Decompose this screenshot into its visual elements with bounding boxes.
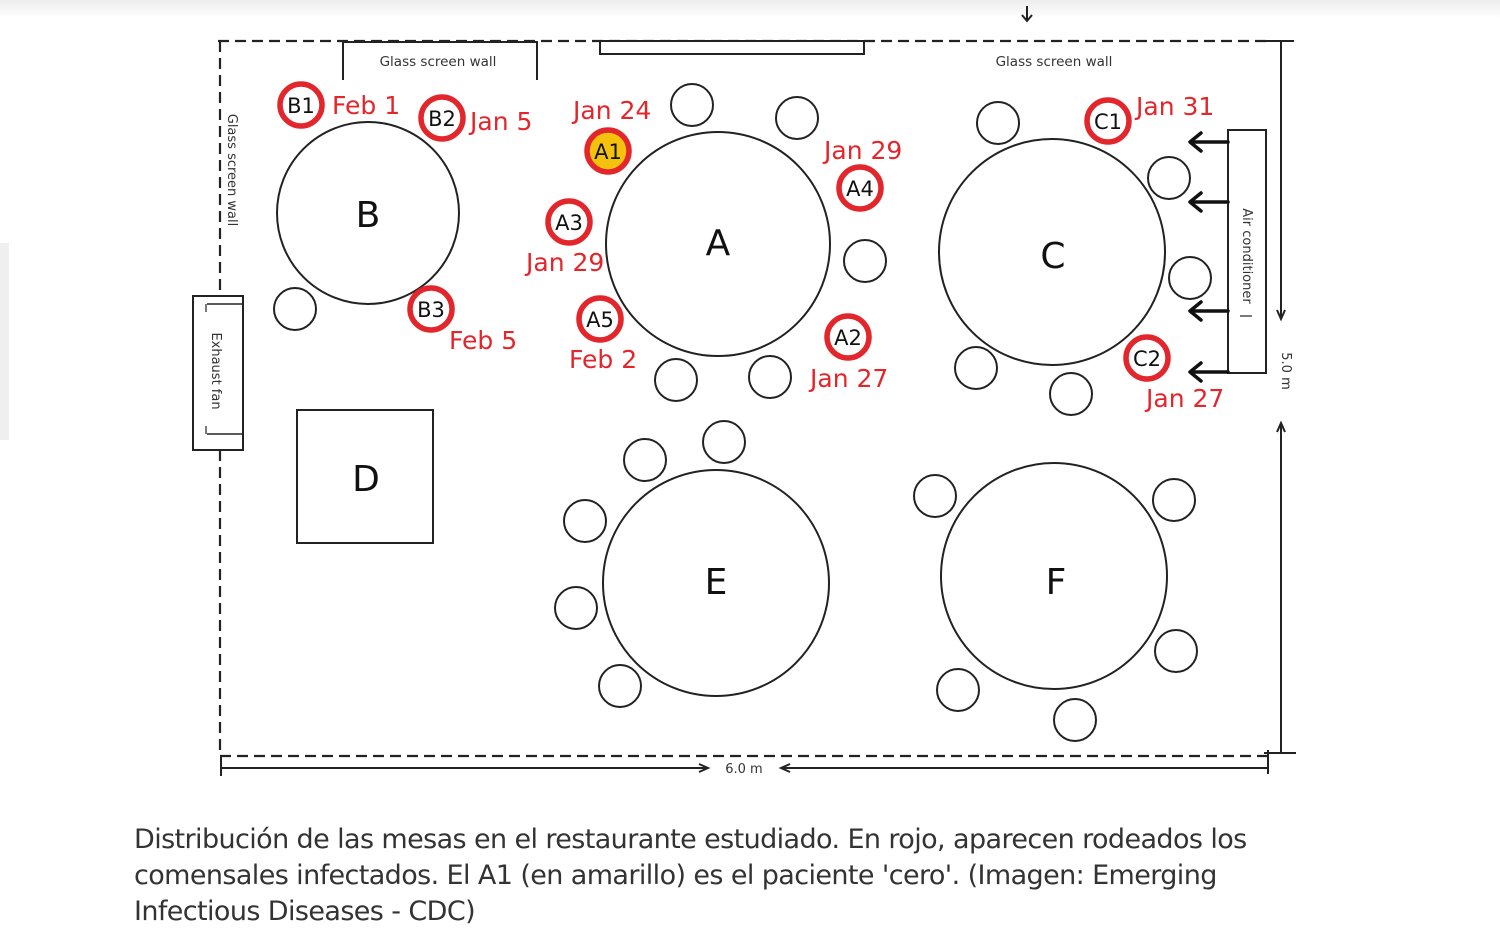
- infected-seat-a2: [824, 313, 872, 361]
- glass-wall-top-right-label: Glass screen wall: [996, 54, 1113, 70]
- table-label: C: [1040, 236, 1065, 277]
- seat: [843, 239, 887, 283]
- seat: [913, 474, 957, 518]
- seat: [1049, 372, 1093, 416]
- table-f: [940, 462, 1168, 690]
- glass-wall-left-label: Glass screen wall: [224, 114, 239, 227]
- infected-id-label: C2: [1133, 347, 1161, 371]
- seat: [1053, 698, 1097, 742]
- seat: [654, 358, 698, 402]
- infected-id-label: A3: [555, 211, 583, 235]
- onset-date-label: Jan 24: [571, 96, 651, 125]
- glass-wall-top-left: [342, 41, 538, 80]
- infected-seat-a5: [576, 295, 624, 343]
- infected-seats: [277, 81, 1171, 382]
- airflow-arrow-icon: [1188, 131, 1230, 153]
- seat: [748, 355, 792, 399]
- onset-date-label: Jan 27: [1144, 384, 1224, 413]
- infected-seat-a3: [545, 198, 593, 246]
- seat: [702, 420, 746, 464]
- onset-date-label: Feb 5: [449, 326, 517, 355]
- seat: [273, 287, 317, 331]
- onset-date-label: Jan 29: [524, 248, 604, 277]
- table-label: B: [356, 195, 381, 236]
- seat: [623, 438, 667, 482]
- table-label: E: [705, 562, 728, 603]
- airflow-arrow-icon: [1188, 191, 1230, 213]
- infected-id-label: C1: [1094, 110, 1122, 134]
- seat: [554, 586, 598, 630]
- restaurant-floor-plan: Glass screen wall Glass screen wall Glas…: [192, 6, 1296, 777]
- infected-id-label: B1: [287, 94, 315, 118]
- seat: [775, 96, 819, 140]
- seat: [1154, 629, 1198, 673]
- seat: [936, 668, 980, 712]
- infected-id-label: A1: [594, 140, 622, 164]
- seat: [1152, 478, 1196, 522]
- onset-date-label: Jan 31: [1134, 92, 1214, 121]
- air-conditioner: [1227, 129, 1267, 374]
- table-label: A: [706, 223, 731, 264]
- glass-wall-top-left-label: Glass screen wall: [380, 54, 497, 70]
- infected-id-label: B2: [428, 107, 456, 131]
- seat: [954, 346, 998, 390]
- top-window: [599, 40, 865, 55]
- exhaust-fan: [192, 295, 244, 451]
- width-dimension: [220, 750, 1269, 776]
- infected-seat-c1: [1084, 97, 1132, 145]
- empty-seats: [273, 83, 1212, 742]
- seat: [563, 499, 607, 543]
- infected-seat-a4: [836, 164, 884, 212]
- air-conditioner-label: Air conditioner: [1239, 208, 1254, 304]
- table-a: [605, 131, 831, 357]
- table-d: [296, 409, 434, 544]
- seat: [670, 83, 714, 127]
- width-dimension-label: 6.0 m: [725, 762, 762, 777]
- airflow-arrow-icon: [1188, 300, 1230, 322]
- infected-id-label: A4: [846, 177, 874, 201]
- seat: [1168, 256, 1212, 300]
- infected-id-label: B3: [417, 298, 445, 322]
- height-dimension: [1264, 40, 1296, 754]
- onset-date-label: Jan 27: [808, 364, 888, 393]
- exhaust-fan-label: Exhaust fan: [208, 332, 223, 409]
- infected-seat-b3: [407, 285, 455, 333]
- infected-seat-a1: [584, 127, 632, 175]
- onset-date-label: Feb 1: [332, 91, 400, 120]
- infected-id-label: A5: [586, 308, 614, 332]
- table-e: [602, 469, 830, 697]
- seat: [598, 664, 642, 708]
- top-arrow-icon: [1021, 6, 1033, 23]
- left-edge-strip: [0, 243, 9, 440]
- airflow-arrow-icon: [1188, 361, 1230, 383]
- table-b: [276, 121, 460, 305]
- onset-date-label: Feb 2: [569, 345, 637, 374]
- seat: [1147, 156, 1191, 200]
- table-label: F: [1046, 562, 1067, 603]
- onset-date-label: Jan 5: [468, 107, 532, 136]
- airflow-arrows: [1188, 131, 1230, 383]
- height-dimension-label: 5.0 m: [1278, 352, 1293, 389]
- table-label: D: [352, 459, 380, 500]
- onset-date-label: Jan 29: [822, 136, 902, 165]
- seat: [976, 101, 1020, 145]
- figure-caption: Distribución de las mesas en el restaura…: [134, 824, 1247, 927]
- top-shadow-bar: [0, 0, 1500, 18]
- infected-seat-b1: [277, 81, 325, 129]
- infected-seat-b2: [418, 94, 466, 142]
- infected-id-label: A2: [834, 326, 862, 350]
- infected-seat-c2: [1123, 334, 1171, 382]
- table-c: [938, 138, 1166, 366]
